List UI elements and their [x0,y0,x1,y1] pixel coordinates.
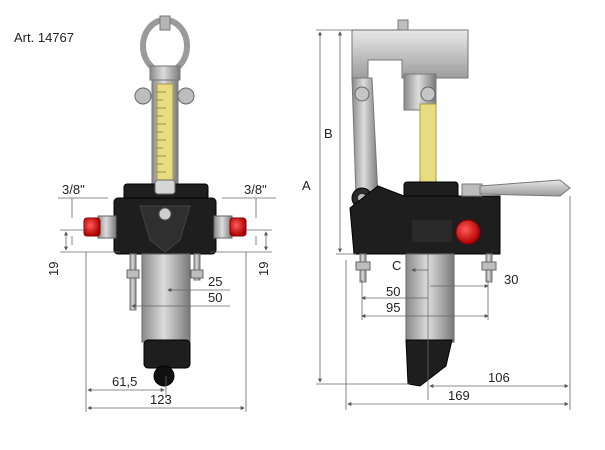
nut-right [177,87,195,105]
reservoir [141,253,191,343]
side-piston-scale [419,103,437,185]
front-dimension-labels: 3/8" 3/8" 19 19 25 50 61,5 123 [46,182,271,407]
dim-B: B [324,126,333,141]
dim-19-left: 19 [46,262,61,276]
dim-61-5: 61,5 [112,374,137,389]
side-dimensions [316,29,571,410]
dim-106: 106 [488,370,510,385]
port-right-red [229,217,247,237]
port-left-red [83,217,101,237]
dim-50-front: 50 [208,290,222,305]
stud-left [129,253,137,311]
lever-bracket [351,29,469,81]
stud-right [193,253,201,281]
dim-169: 169 [448,388,470,403]
drain-plug [153,365,175,387]
article-number-label: Art. 14767 [14,30,74,45]
side-reservoir-cap [405,339,453,387]
dim-19-right: 19 [256,262,271,276]
dim-95: 95 [386,300,400,315]
side-dimension-labels: A B C 30 50 95 106 169 [302,126,518,403]
dim-123: 123 [150,392,172,407]
dim-thread-right: 3/8" [244,182,267,197]
center-screw [158,207,172,221]
dim-thread-left: 3/8" [62,182,85,197]
front-view-pump [83,15,247,387]
handle-pin [159,15,171,31]
port-side-red [455,219,481,245]
side-view-pump [349,19,571,387]
nut-left [134,87,152,105]
front-dimensions [58,197,276,412]
dim-A: A [302,178,311,193]
dim-30: 30 [504,272,518,287]
reservoir-cap [143,339,191,369]
release-handle [479,179,571,197]
dim-25: 25 [208,274,222,289]
dim-50-side: 50 [386,284,400,299]
dim-C: C [392,258,401,273]
